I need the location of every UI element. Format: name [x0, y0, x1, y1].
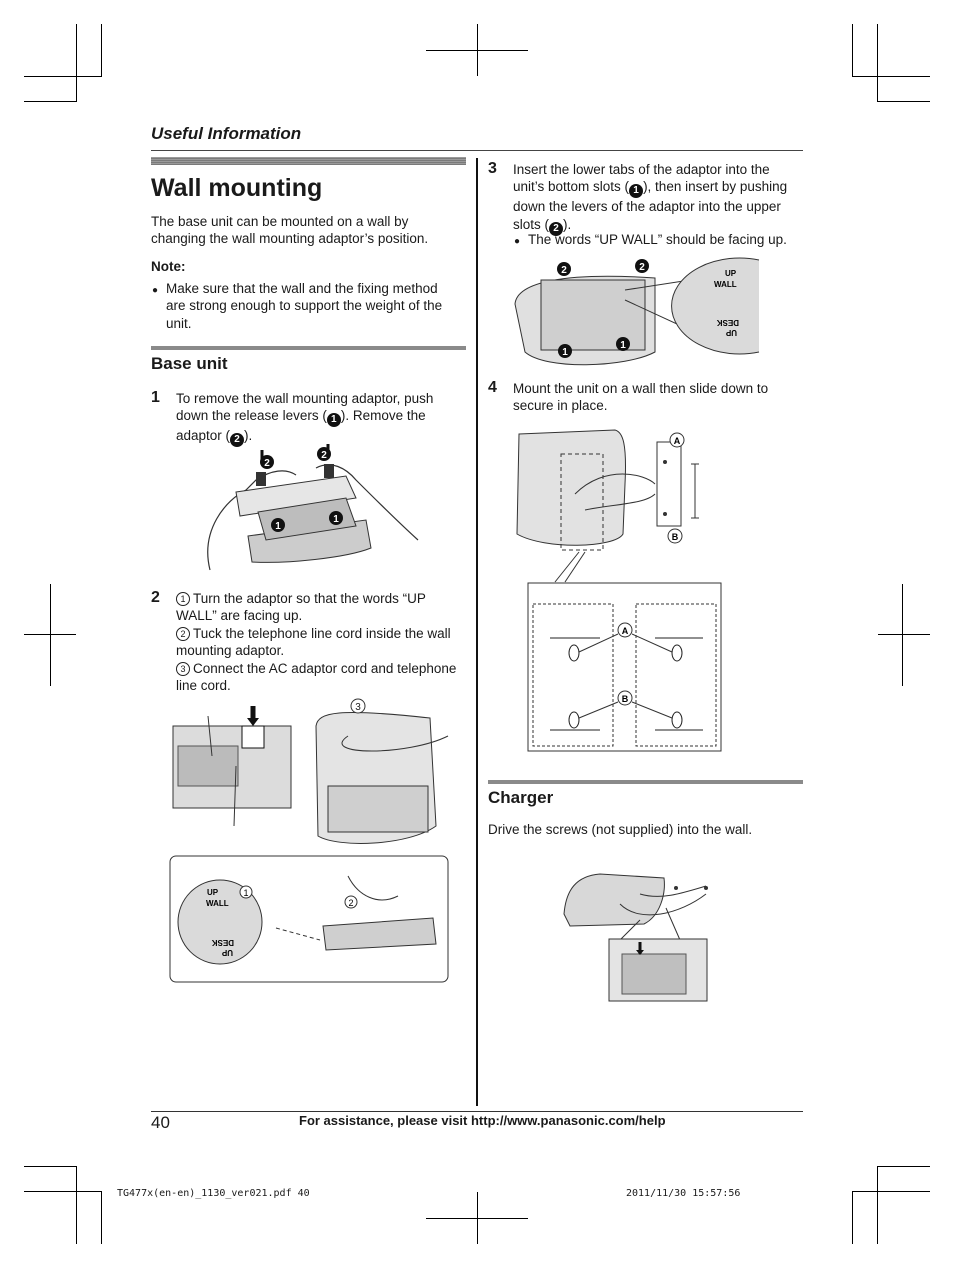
svg-text:B: B [672, 532, 679, 542]
step-4-number: 4 [488, 379, 497, 396]
assistance-text: For assistance, please visit http://www.… [299, 1113, 666, 1128]
page-title: Wall mounting [151, 174, 323, 202]
svg-text:2: 2 [561, 265, 567, 276]
svg-text:DESK: DESK [212, 938, 234, 947]
note-text: Make sure that the wall and the fixing m… [152, 280, 458, 332]
svg-text:A: A [622, 626, 629, 636]
svg-text:1: 1 [275, 521, 281, 532]
step-1-number: 1 [151, 389, 160, 406]
subsection-bar [488, 780, 803, 784]
callout-mark: 1 [629, 184, 644, 199]
print-date-info: 2011/11/30 15:57:56 [626, 1188, 741, 1199]
charger-text: Drive the screws (not supplied) into the… [488, 822, 753, 837]
header-rule [151, 150, 803, 151]
step-1-text: To remove the wall mounting adaptor, pus… [176, 391, 434, 448]
svg-text:DESK: DESK [717, 318, 739, 327]
svg-text:A: A [674, 436, 681, 446]
charger-heading: Charger [488, 788, 554, 807]
svg-text:2: 2 [321, 450, 327, 461]
step-4-text: Mount the unit on a wall then slide down… [513, 381, 769, 414]
step-3-number: 3 [488, 160, 497, 177]
print-file-info: TG477x(en-en)_1130_ver021.pdf 40 [117, 1188, 310, 1199]
svg-text:1: 1 [620, 340, 626, 351]
step-3-bullet: The words “UP WALL” should be facing up. [514, 231, 803, 251]
svg-text:1: 1 [333, 514, 339, 525]
base-unit-adaptor-figure: 3 UP WALL UP DESK 1 2 [169, 698, 449, 983]
callout-mark: 1 [326, 413, 341, 428]
callout-mark: 2 [230, 433, 245, 448]
svg-text:3: 3 [355, 702, 361, 713]
charger-figure [563, 873, 708, 1002]
svg-text:2: 2 [639, 262, 645, 273]
svg-text:2: 2 [348, 898, 353, 908]
svg-text:UP: UP [207, 888, 219, 897]
column-divider [476, 158, 478, 1106]
svg-text:WALL: WALL [206, 899, 229, 908]
svg-text:UP: UP [725, 269, 737, 278]
base-unit-heading: Base unit [151, 354, 228, 373]
step-3-text: Insert the lower tabs of the adaptor int… [513, 162, 788, 236]
section-bar [151, 157, 466, 165]
intro-text: The base unit can be mounted on a wall b… [151, 214, 429, 247]
svg-text:1: 1 [562, 347, 568, 358]
svg-text:UP: UP [725, 328, 737, 337]
subsection-bar [151, 346, 466, 350]
note-label: Note: [151, 259, 186, 274]
svg-text:1: 1 [243, 888, 248, 898]
page-number: 40 [151, 1113, 170, 1132]
svg-text:B: B [622, 694, 629, 704]
svg-text:WALL: WALL [714, 280, 737, 289]
svg-text:2: 2 [264, 458, 270, 469]
step-3-figure: 2 2 1 1 UP WALL UP DESK [514, 257, 760, 366]
section-header: Useful Information [151, 124, 302, 143]
remove-adaptor-figure: 2 2 1 1 [207, 444, 419, 571]
svg-text:UP: UP [221, 948, 233, 957]
step-2-number: 2 [151, 589, 160, 606]
step-4-figure: A B A B [516, 429, 722, 752]
footer-rule [151, 1111, 803, 1112]
